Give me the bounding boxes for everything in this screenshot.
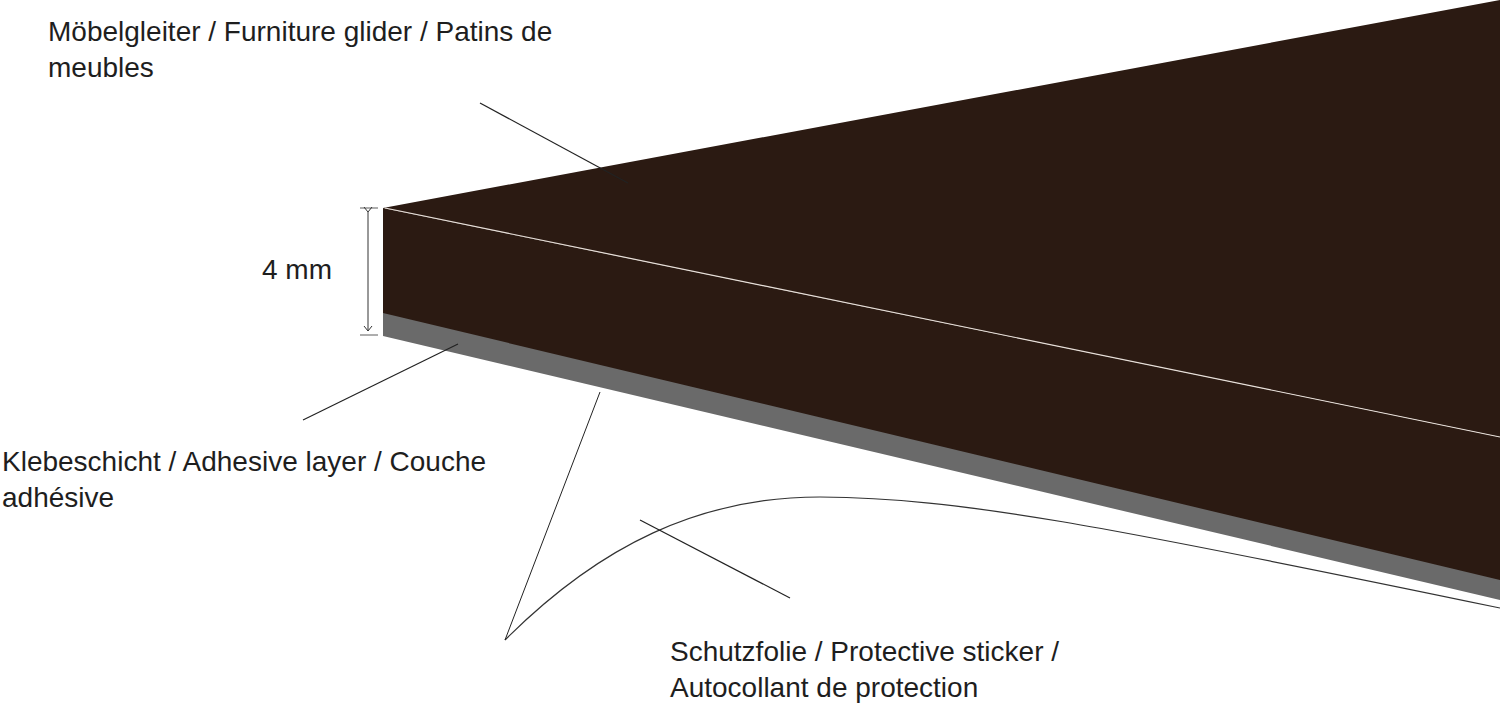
dimension-tick — [360, 335, 378, 336]
part-label: Klebeschicht / Adhesive layer / Couche a… — [2, 444, 502, 516]
dimension-label: 4 mm — [262, 252, 352, 288]
leader-line — [303, 344, 458, 420]
edge-highlight — [385, 208, 1500, 437]
leader-line — [480, 103, 628, 183]
glider-top-face — [383, 0, 1500, 437]
dimension-line — [368, 212, 369, 331]
leader-line — [640, 520, 790, 598]
part-label: Möbelgleiter / Furniture glider / Patins… — [48, 14, 568, 86]
leader-line — [505, 392, 600, 640]
part-label: Schutzfolie / Protective sticker / Autoc… — [670, 634, 1170, 706]
dimension-tick — [360, 208, 378, 209]
